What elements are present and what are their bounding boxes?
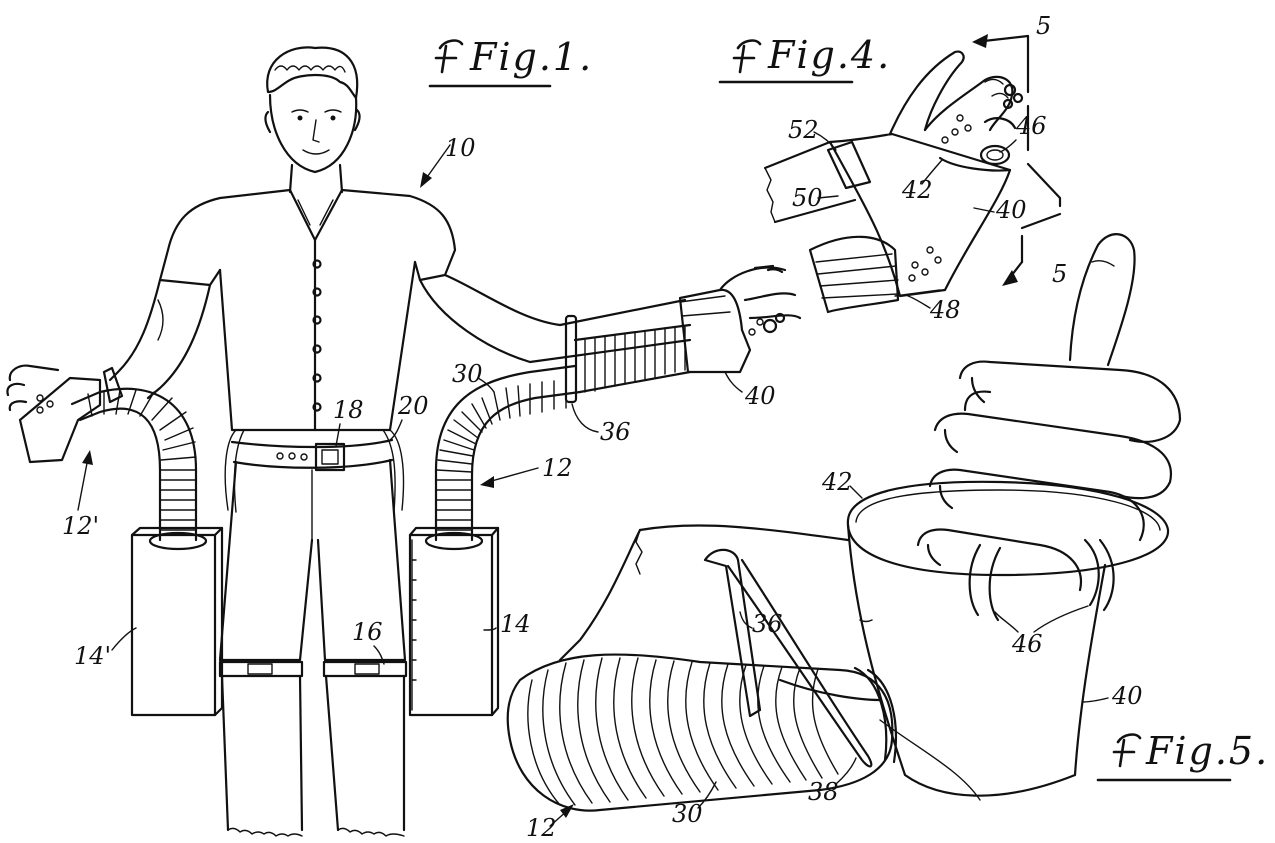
label-36-fig5: 36 (752, 610, 783, 638)
label-10: 10 (445, 134, 476, 162)
reference-labels: 10 12 12' 14 14' 16 18 20 30 36 40 5 5 5… (62, 12, 1143, 842)
label-14: 14 (500, 610, 531, 638)
figure-5-cup-glove (506, 233, 1182, 812)
label-40-fig4: 40 (995, 196, 1027, 224)
label-38: 38 (808, 778, 839, 806)
figure-4-title: Fig.4. (718, 33, 891, 84)
label-46-fig5: 46 (1011, 630, 1043, 658)
label-42-fig5: 42 (821, 468, 853, 496)
label-46-fig4: 46 (1015, 112, 1047, 140)
label-30-fig5: 30 (672, 800, 703, 828)
figure-1-title: Fig.1. (428, 35, 593, 88)
figure-4-glove-detail (763, 34, 1062, 314)
label-52: 52 (788, 116, 819, 144)
label-14-prime: 14' (74, 642, 111, 670)
label-12-prime: 12' (62, 512, 99, 540)
label-48: 48 (929, 296, 961, 324)
label-12: 12 (542, 454, 573, 482)
label-36-fig1: 36 (600, 418, 631, 446)
label-40-fig5: 40 (1111, 682, 1143, 710)
figure-5-title: Fig.5. (1096, 729, 1269, 782)
fig5-label: Fig.5. (1145, 729, 1269, 773)
label-20: 20 (397, 392, 429, 420)
hose-right (434, 314, 692, 542)
cooling-unit-left (130, 526, 224, 717)
label-12-fig5: 12 (526, 814, 557, 842)
fig1-label: Fig.1. (469, 35, 593, 79)
figure-1-person (108, 46, 692, 837)
glove-left-fig1 (6, 364, 124, 464)
fig4-label: Fig.4. (767, 33, 891, 77)
label-30-fig1: 30 (452, 360, 483, 388)
glove-right-fig1 (678, 264, 802, 374)
label-42-fig4: 42 (901, 176, 933, 204)
label-18: 18 (333, 396, 364, 424)
cooling-unit-right (408, 526, 500, 717)
label-5-top: 5 (1036, 12, 1051, 40)
label-16: 16 (352, 618, 383, 646)
hose-left (70, 387, 198, 542)
label-5-bottom: 5 (1052, 260, 1067, 288)
label-40-fig1: 40 (744, 382, 776, 410)
